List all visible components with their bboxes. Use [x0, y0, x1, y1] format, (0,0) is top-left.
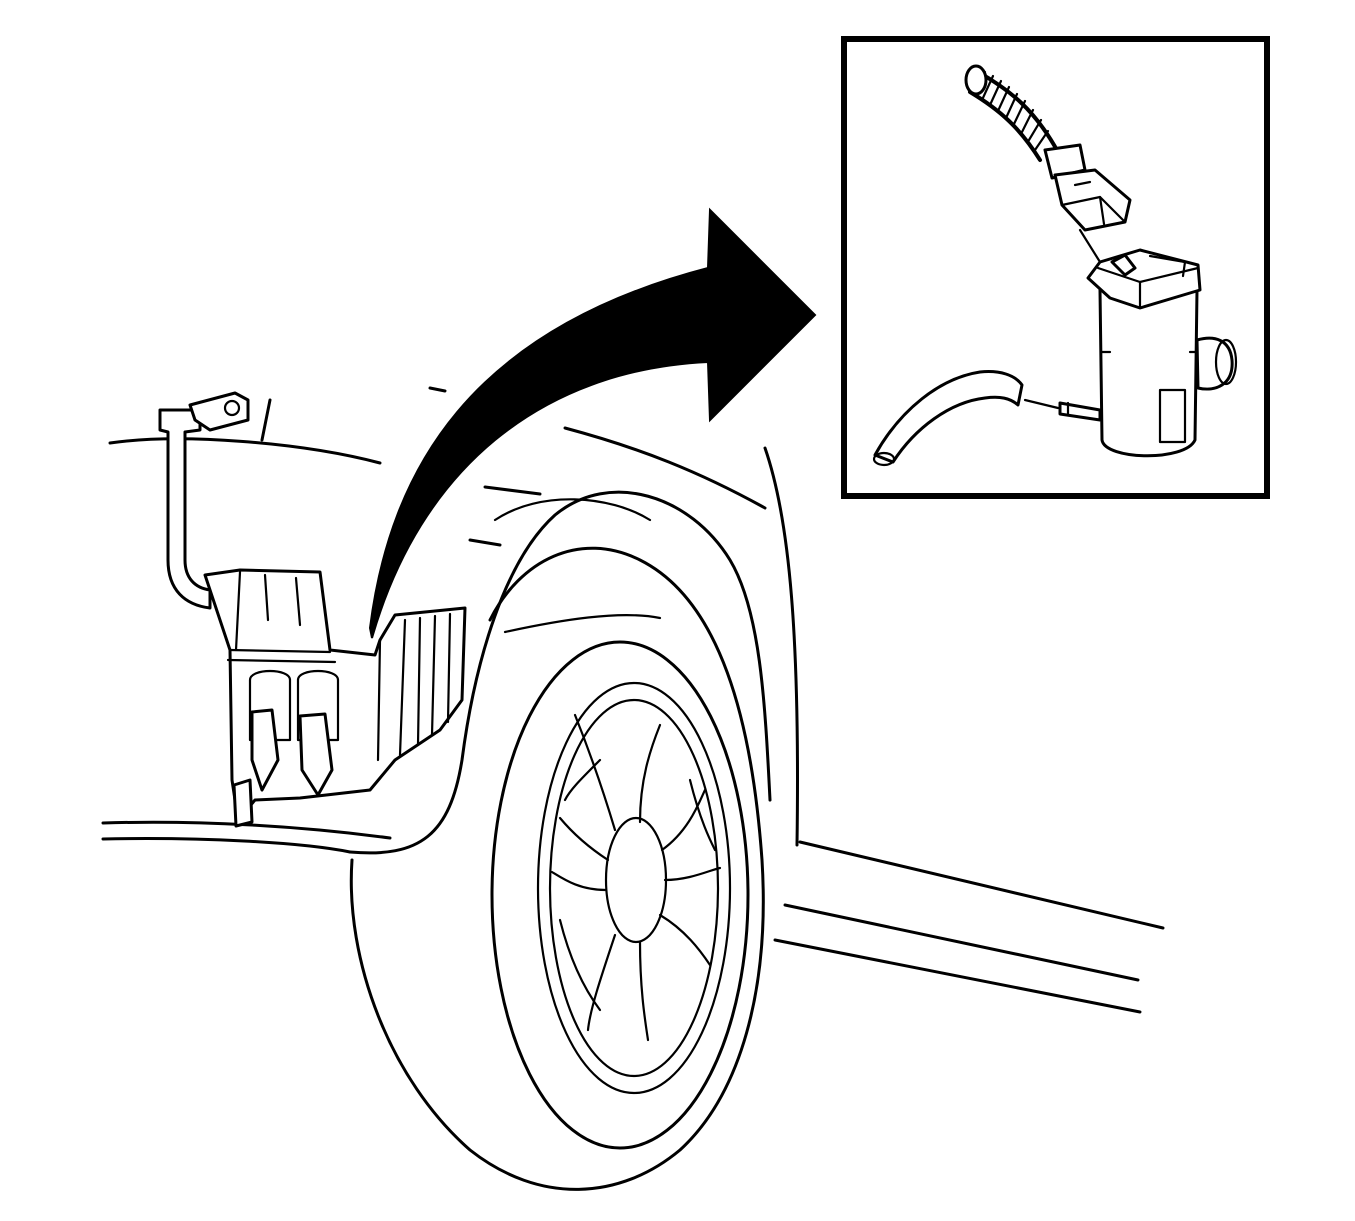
washer-pump-detail-inset — [841, 36, 1270, 499]
callout-arrow — [368, 207, 817, 639]
washer-fluid-reservoir — [158, 391, 467, 828]
front-wheel — [349, 546, 765, 1191]
vehicle-body — [101, 386, 1165, 1014]
